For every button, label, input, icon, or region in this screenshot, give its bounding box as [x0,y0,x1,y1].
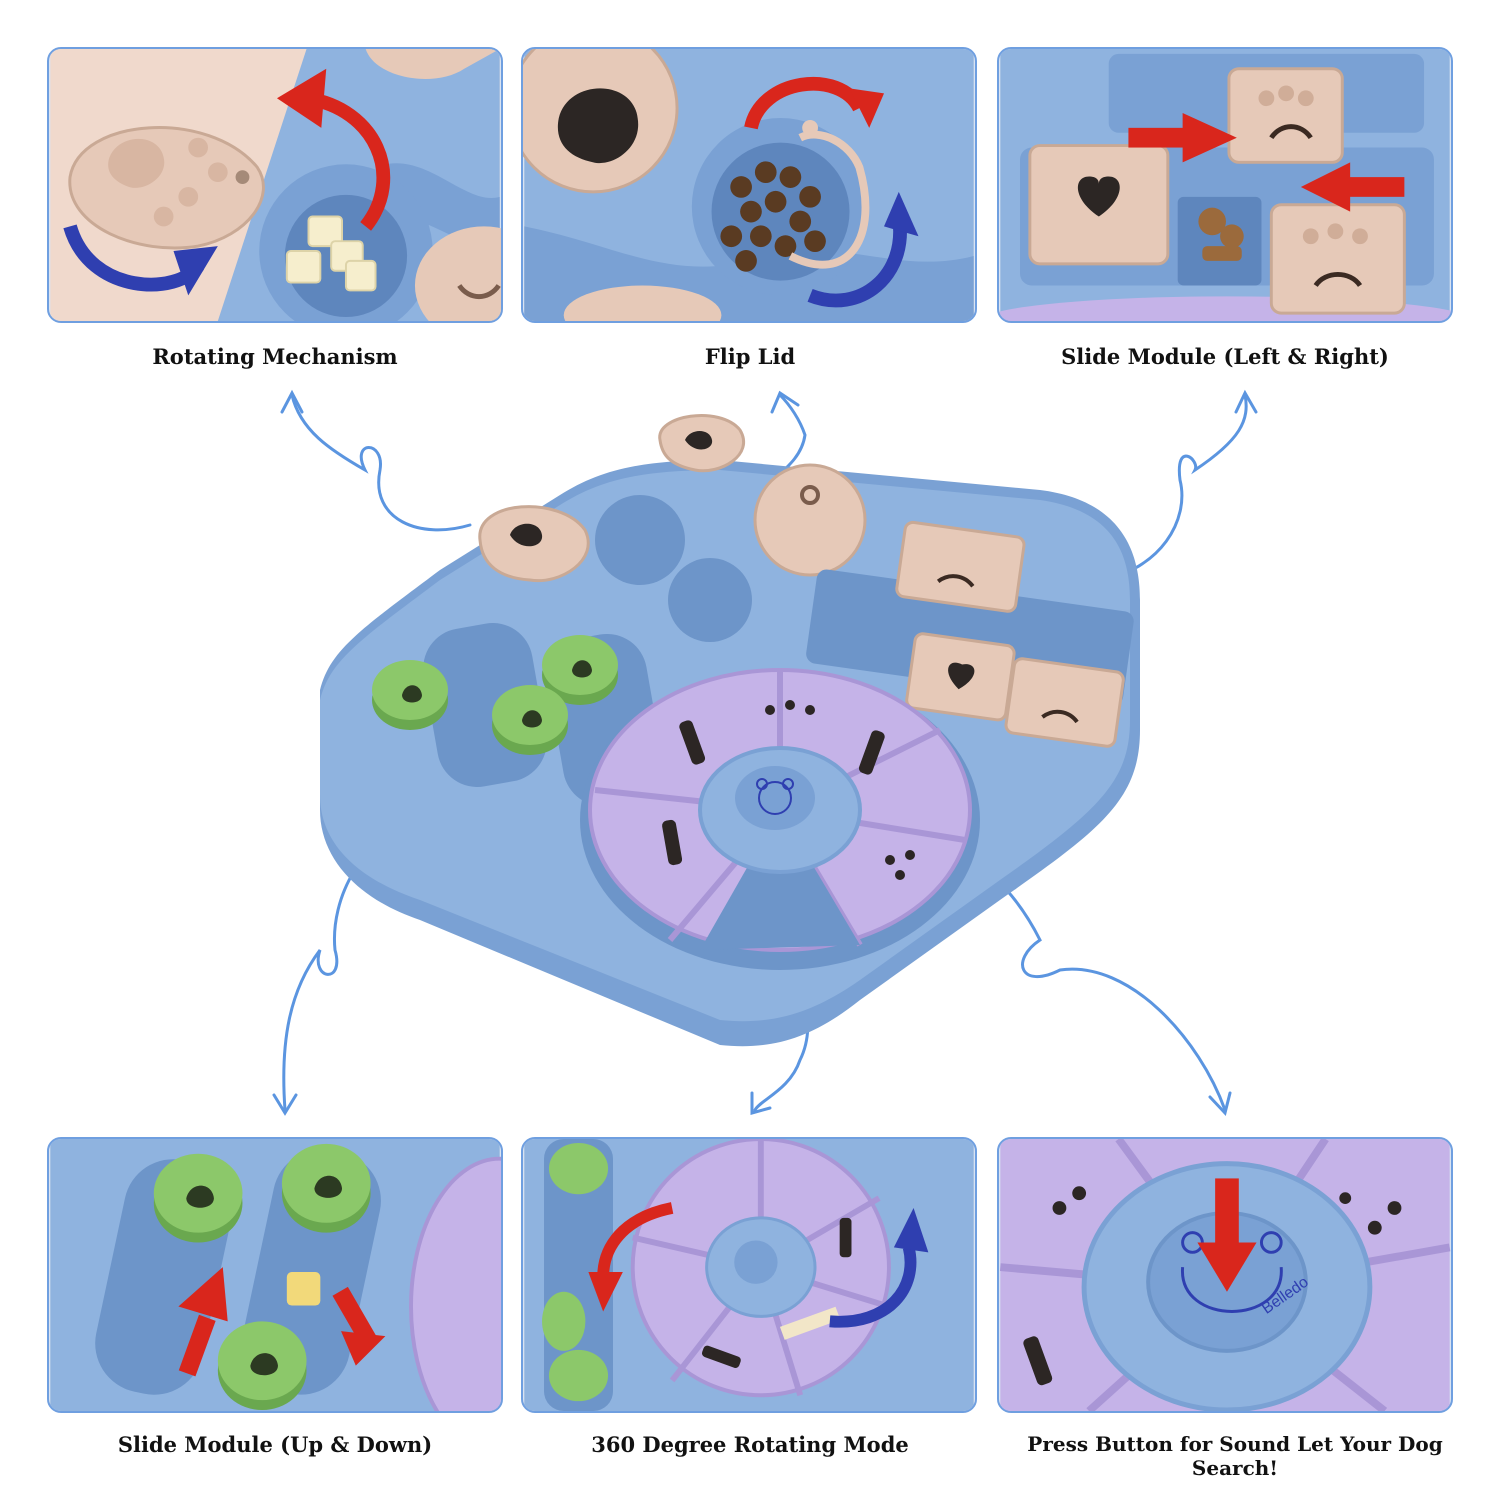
paw-icon [402,685,422,703]
arrow-icon [744,76,919,308]
treat-cubes [285,215,377,292]
arrow-icon [63,68,391,296]
arrow-icon [588,1202,929,1328]
paw-lid [68,126,265,250]
paw-lid [478,505,590,583]
caption-flip-lid: Flip Lid [704,344,796,369]
paw-lid [658,414,745,473]
kibble [720,161,826,272]
panel-flip-lid [521,47,977,323]
treats [1198,207,1244,261]
caption-slide-left-right: Slide Module (Left & Right) [1061,344,1389,369]
panel-press-button: Belledo [997,1137,1453,1413]
arrow-icon [1197,1178,1257,1292]
slide-block-left [1028,144,1170,266]
slide-block [905,632,1016,722]
caption-slide-up-down: Slide Module (Up & Down) [117,1432,433,1457]
arrow-icon [1128,113,1405,212]
green-knob [281,1143,371,1233]
caption-press-button: Press Button for Sound Let Your Dog Sear… [1027,1432,1443,1480]
caption-rotating-mechanism: Rotating Mechanism [152,344,398,369]
bear-icon [756,778,794,815]
panel-360-rotating [521,1137,977,1413]
panel-slide-left-right [997,47,1453,323]
slide-block-top [1227,67,1344,164]
arrow-icon [178,1267,386,1377]
caption-360-rotating: 360 Degree Rotating Mode [591,1432,909,1457]
green-knob [542,635,618,705]
puzzle-board [320,414,1140,1047]
green-knob [217,1321,307,1411]
bone-icon [662,720,885,866]
panel-rotating-mechanism [47,47,503,323]
rotating-wheel [588,668,972,952]
green-knob [492,685,568,755]
slide-block [1004,657,1125,748]
green-knob [153,1153,243,1243]
slide-block-right [1269,203,1406,315]
green-knob [372,660,448,730]
slide-block [895,520,1026,613]
panel-slide-up-down [47,1137,503,1413]
heart-icon [1077,176,1120,217]
bone-icon [701,1217,852,1368]
